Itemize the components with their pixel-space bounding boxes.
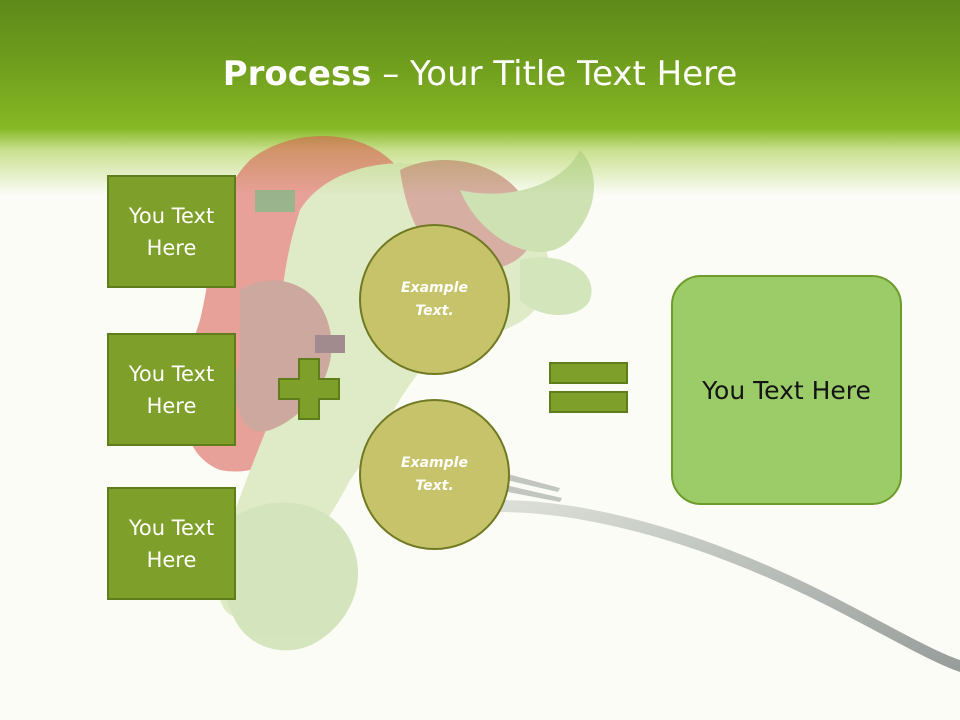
example-circle-1[interactable]: Example Text. — [359, 224, 510, 375]
text-box-2-label: You Text Here — [128, 361, 215, 418]
plus-icon — [278, 358, 340, 420]
slide-title: Process – Your Title Text Here — [0, 52, 960, 96]
result-box[interactable]: You Text Here — [671, 275, 902, 505]
example-circle-1-label: Example Text. — [401, 279, 468, 319]
text-box-1[interactable]: You Text Here — [107, 175, 236, 288]
example-circle-2-label: Example Text. — [401, 454, 468, 494]
text-box-2[interactable]: You Text Here — [107, 333, 236, 446]
title-rest: – Your Title Text Here — [371, 54, 738, 94]
example-circle-2[interactable]: Example Text. — [359, 399, 510, 550]
title-bold: Process — [222, 54, 372, 94]
text-box-3-label: You Text Here — [128, 515, 215, 572]
text-box-3[interactable]: You Text Here — [107, 487, 236, 600]
text-box-1-label: You Text Here — [128, 203, 215, 260]
equals-icon — [549, 362, 628, 413]
result-box-label: You Text Here — [702, 375, 871, 405]
